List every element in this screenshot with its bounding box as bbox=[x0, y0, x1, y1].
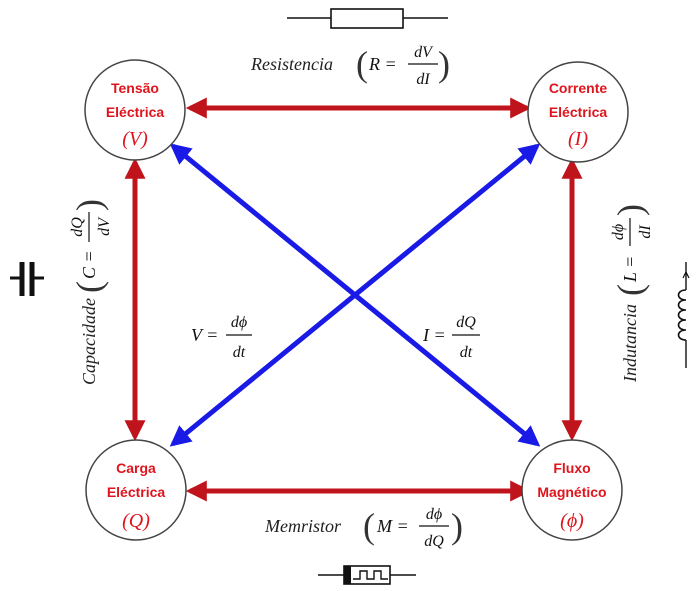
fraction-numerator: dQ bbox=[456, 314, 476, 331]
arrows bbox=[124, 97, 583, 502]
fraction-denominator: dI bbox=[416, 71, 430, 88]
close-paren: ) bbox=[438, 44, 450, 84]
fraction-denominator: dV bbox=[96, 216, 113, 236]
relation-lhs: I = bbox=[422, 325, 446, 345]
relation-name: Capacidade bbox=[79, 298, 99, 385]
relation-lhs: M = bbox=[376, 516, 409, 536]
relation-lhs: V = bbox=[191, 325, 218, 345]
relation-name: Resistencia bbox=[250, 54, 333, 74]
node-circle bbox=[84, 59, 186, 161]
resistance-label: Resistencia ( R = dV dI ) bbox=[250, 44, 450, 88]
node-title: Tensão bbox=[111, 80, 159, 96]
open-paren: ( bbox=[356, 44, 368, 84]
close-paren: ) bbox=[69, 199, 109, 211]
fraction-denominator: dt bbox=[460, 344, 473, 361]
node-title: Fluxo bbox=[553, 460, 590, 476]
node-title: Carga bbox=[116, 460, 156, 476]
capacitor-icon bbox=[10, 262, 44, 296]
node-circle bbox=[85, 439, 187, 541]
inductor-icon bbox=[677, 262, 690, 368]
fraction-numerator: dϕ bbox=[610, 224, 627, 240]
inductance-label: Indutancia ( L = dϕ dI ) bbox=[610, 204, 654, 383]
node-subtitle: Eléctrica bbox=[107, 484, 166, 500]
node-charge: Carga Eléctrica (Q) bbox=[85, 439, 187, 541]
fraction-denominator: dt bbox=[233, 344, 246, 361]
current-definition: I = dQ dt bbox=[422, 314, 480, 361]
relation-lhs: C = bbox=[79, 250, 99, 279]
node-current: Corrente Eléctrica (I) bbox=[527, 61, 629, 163]
capacitance-label: Capacidade ( C = dQ dV ) bbox=[69, 199, 113, 385]
relation-lhs: L = bbox=[620, 256, 640, 283]
memristance-label: Memristor ( M = dϕ dQ ) bbox=[264, 506, 463, 550]
node-symbol: (Q) bbox=[122, 510, 150, 532]
fraction-numerator: dV bbox=[414, 44, 434, 61]
node-subtitle: Eléctrica bbox=[106, 104, 165, 120]
fraction-denominator: dQ bbox=[424, 533, 444, 550]
node-symbol: (V) bbox=[122, 128, 148, 150]
memristor-icon bbox=[318, 565, 416, 585]
node-voltage: Tensão Eléctrica (V) bbox=[84, 59, 186, 161]
node-symbol: (ϕ) bbox=[560, 510, 584, 532]
node-flux: Fluxo Magnético (ϕ) bbox=[521, 439, 623, 541]
node-subtitle: Eléctrica bbox=[549, 104, 608, 120]
node-circle bbox=[527, 61, 629, 163]
relation-lhs: R = bbox=[368, 54, 397, 74]
node-title: Corrente bbox=[549, 80, 608, 96]
relation-name: Indutancia bbox=[620, 304, 640, 383]
close-paren: ) bbox=[451, 506, 463, 546]
faraday-relation: V = dϕ dt bbox=[191, 314, 252, 361]
relation-name: Memristor bbox=[264, 516, 342, 536]
open-paren: ( bbox=[610, 284, 650, 296]
node-subtitle: Magnético bbox=[537, 484, 606, 500]
open-paren: ( bbox=[69, 281, 109, 293]
fraction-numerator: dϕ bbox=[426, 506, 442, 523]
fraction-numerator: dQ bbox=[69, 217, 86, 237]
node-circle bbox=[521, 439, 623, 541]
arrow-current-to-charge bbox=[169, 143, 541, 447]
fraction-denominator: dI bbox=[637, 225, 654, 239]
node-symbol: (I) bbox=[568, 128, 588, 150]
resistor-icon bbox=[287, 8, 448, 29]
close-paren: ) bbox=[610, 204, 650, 216]
fraction-numerator: dϕ bbox=[231, 314, 247, 331]
open-paren: ( bbox=[363, 506, 375, 546]
